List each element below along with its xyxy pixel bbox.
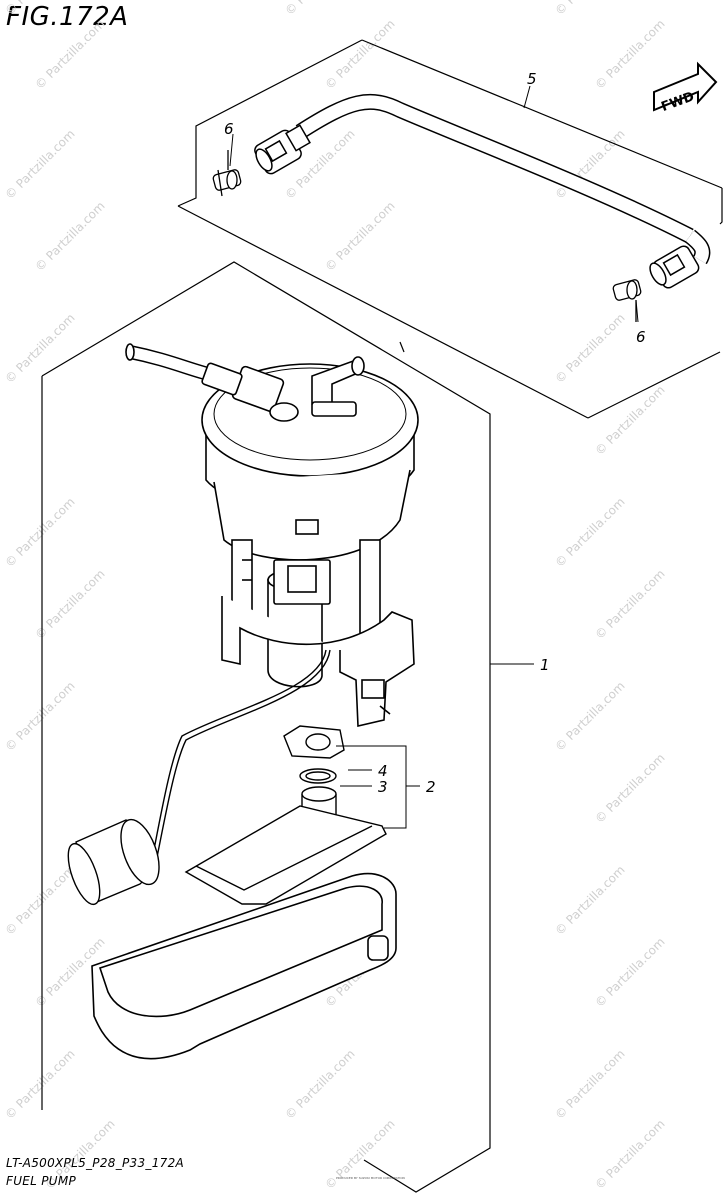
hose-connector-lower [649,245,700,289]
callout-6-lower: 6 [636,328,646,346]
fuel-pump-body [125,343,419,727]
watermark: © Partzilla.com [552,0,627,18]
callout-2: 2 [426,778,436,796]
callout-3: 3 [378,778,388,796]
watermark: © Partzilla.com [552,311,627,386]
watermark: © Partzilla.com [592,17,667,92]
fwd-arrow-icon: FWD [653,61,718,115]
watermark: © Partzilla.com [32,567,107,642]
watermark: © Partzilla.com [322,199,397,274]
fuel-hose [295,93,711,265]
callout-6-upper: 6 [224,120,234,138]
hose-clip-upper [212,150,242,197]
watermark: © Partzilla.com [32,17,107,92]
fuel-level-sender [67,649,331,906]
leader-lines [229,85,639,829]
watermark: © Partzilla.com [552,863,627,938]
callout-4: 4 [378,762,388,780]
hose-clip-lower [612,279,642,322]
watermark: © Partzilla.com [592,567,667,642]
copyright-fine-print: PRODUCED BY SUZUKI MOTOR CORPORATION [336,1176,405,1180]
watermark: © Partzilla.com [32,199,107,274]
watermark: © Partzilla.com [322,1117,397,1192]
hose-group-frame [177,39,723,419]
watermark: © Partzilla.com [552,679,627,754]
watermark: © Partzilla.com [552,1047,627,1122]
watermark: © Partzilla.com [2,0,77,18]
pump-assembly-frame [41,261,491,1193]
hose-connector-upper [254,124,311,175]
figure-title: FIG.172A [6,2,129,32]
watermark: © Partzilla.com [2,127,77,202]
watermark: © Partzilla.com [282,0,357,18]
watermark: © Partzilla.com [2,679,77,754]
callout-5: 5 [527,70,537,88]
watermark: © Partzilla.com [592,383,667,458]
watermark: © Partzilla.com [592,1117,667,1192]
callout-1: 1 [540,656,550,674]
watermark: © Partzilla.com [552,495,627,570]
watermark: © Partzilla.com [592,751,667,826]
fuel-filter-parts [184,725,387,905]
tank-tray [91,872,397,1060]
model-code: LT-A500XPL5_P28_P33_172A [6,1156,185,1170]
watermark: © Partzilla.com [592,935,667,1010]
watermark: © Partzilla.com [2,495,77,570]
callouts: 1 2 3 4 5 6 6 [224,70,646,796]
watermark: © Partzilla.com [2,1047,77,1122]
section-name: FUEL PUMP [6,1174,77,1188]
watermark: © Partzilla.com [2,863,77,938]
watermark: © Partzilla.com [2,311,77,386]
watermark: © Partzilla.com [282,1047,357,1122]
